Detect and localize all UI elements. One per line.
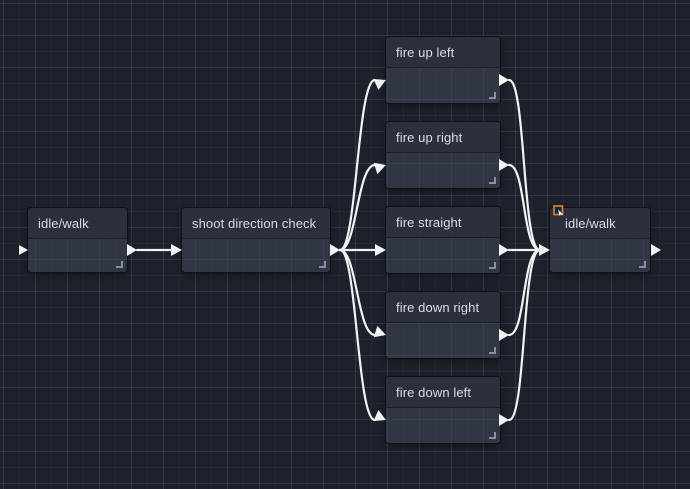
node-body[interactable] — [182, 240, 330, 272]
resize-corner-icon[interactable] — [319, 261, 326, 268]
output-port-idle-walk-start[interactable] — [127, 244, 137, 256]
jump-link-icon — [553, 203, 564, 216]
node-body[interactable] — [550, 240, 650, 272]
node-title-bar[interactable]: fire down left — [386, 377, 500, 408]
node-title-bar[interactable]: idle/walk — [550, 205, 650, 239]
resize-corner-icon[interactable] — [489, 92, 496, 99]
node-body[interactable] — [386, 409, 500, 443]
transition-fire-up-left-to-idle-walk-end[interactable] — [507, 78, 542, 252]
node-title: idle/walk — [38, 215, 89, 231]
transition-fire-up-right-to-idle-walk-end[interactable] — [507, 163, 542, 252]
node-title: fire up left — [396, 44, 455, 60]
node-title-bar[interactable]: fire up right — [386, 122, 500, 153]
node-title: shoot direction check — [192, 215, 317, 231]
node-shoot-direction-check[interactable]: shoot direction check — [182, 208, 330, 272]
node-body[interactable] — [386, 239, 500, 273]
arrowhead-into-shoot-check — [171, 244, 182, 256]
transition-shoot-check-to-fire-down-left[interactable] — [338, 248, 377, 422]
node-title-bar[interactable]: fire down right — [386, 292, 500, 323]
node-title-bar[interactable]: idle/walk — [28, 208, 127, 239]
input-port-idle-walk-start[interactable] — [19, 245, 28, 255]
output-port-shoot-check[interactable] — [330, 244, 340, 256]
node-fire-straight[interactable]: fire straight — [386, 207, 500, 273]
node-body[interactable] — [386, 69, 500, 103]
output-port-fire-up-left[interactable] — [499, 74, 509, 86]
node-title: fire down right — [396, 299, 480, 315]
node-fire-down-left[interactable]: fire down left — [386, 377, 500, 443]
output-port-fire-straight[interactable] — [499, 244, 509, 256]
node-title: fire down left — [396, 384, 472, 400]
output-port-fire-down-left[interactable] — [499, 414, 509, 426]
transition-shoot-check-to-fire-up-left[interactable] — [338, 78, 377, 252]
resize-corner-icon[interactable] — [489, 432, 496, 439]
output-port-fire-up-right[interactable] — [499, 159, 509, 171]
transition-fire-down-left-to-idle-walk-end[interactable] — [507, 248, 542, 422]
transition-shoot-check-to-fire-up-right[interactable] — [338, 163, 377, 252]
node-idle-walk-start[interactable]: idle/walk — [28, 208, 127, 272]
node-fire-down-right[interactable]: fire down right — [386, 292, 500, 358]
node-title: fire straight — [396, 214, 462, 230]
node-idle-walk-end[interactable]: idle/walk — [550, 205, 650, 272]
output-port-idle-walk-end[interactable] — [651, 244, 661, 256]
node-title-bar[interactable]: shoot direction check — [182, 208, 330, 239]
node-title: fire up right — [396, 129, 463, 145]
resize-corner-icon[interactable] — [489, 262, 496, 269]
arrowhead-into-idle-walk-end — [539, 244, 550, 256]
resize-corner-icon[interactable] — [489, 177, 496, 184]
arrowhead-into-fire-straight — [375, 244, 386, 256]
node-body[interactable] — [28, 240, 127, 272]
node-fire-up-left[interactable]: fire up left — [386, 37, 500, 103]
transition-shoot-check-to-fire-down-right[interactable] — [338, 248, 377, 337]
node-fire-up-right[interactable]: fire up right — [386, 122, 500, 188]
output-port-fire-down-right[interactable] — [499, 329, 509, 341]
node-title: idle/walk — [565, 215, 616, 231]
node-body[interactable] — [386, 324, 500, 358]
resize-corner-icon[interactable] — [489, 347, 496, 354]
resize-corner-icon[interactable] — [116, 261, 123, 268]
resize-corner-icon[interactable] — [639, 261, 646, 268]
node-body[interactable] — [386, 154, 500, 188]
node-title-bar[interactable]: fire straight — [386, 207, 500, 238]
transition-fire-down-right-to-idle-walk-end[interactable] — [507, 248, 542, 337]
node-title-bar[interactable]: fire up left — [386, 37, 500, 68]
